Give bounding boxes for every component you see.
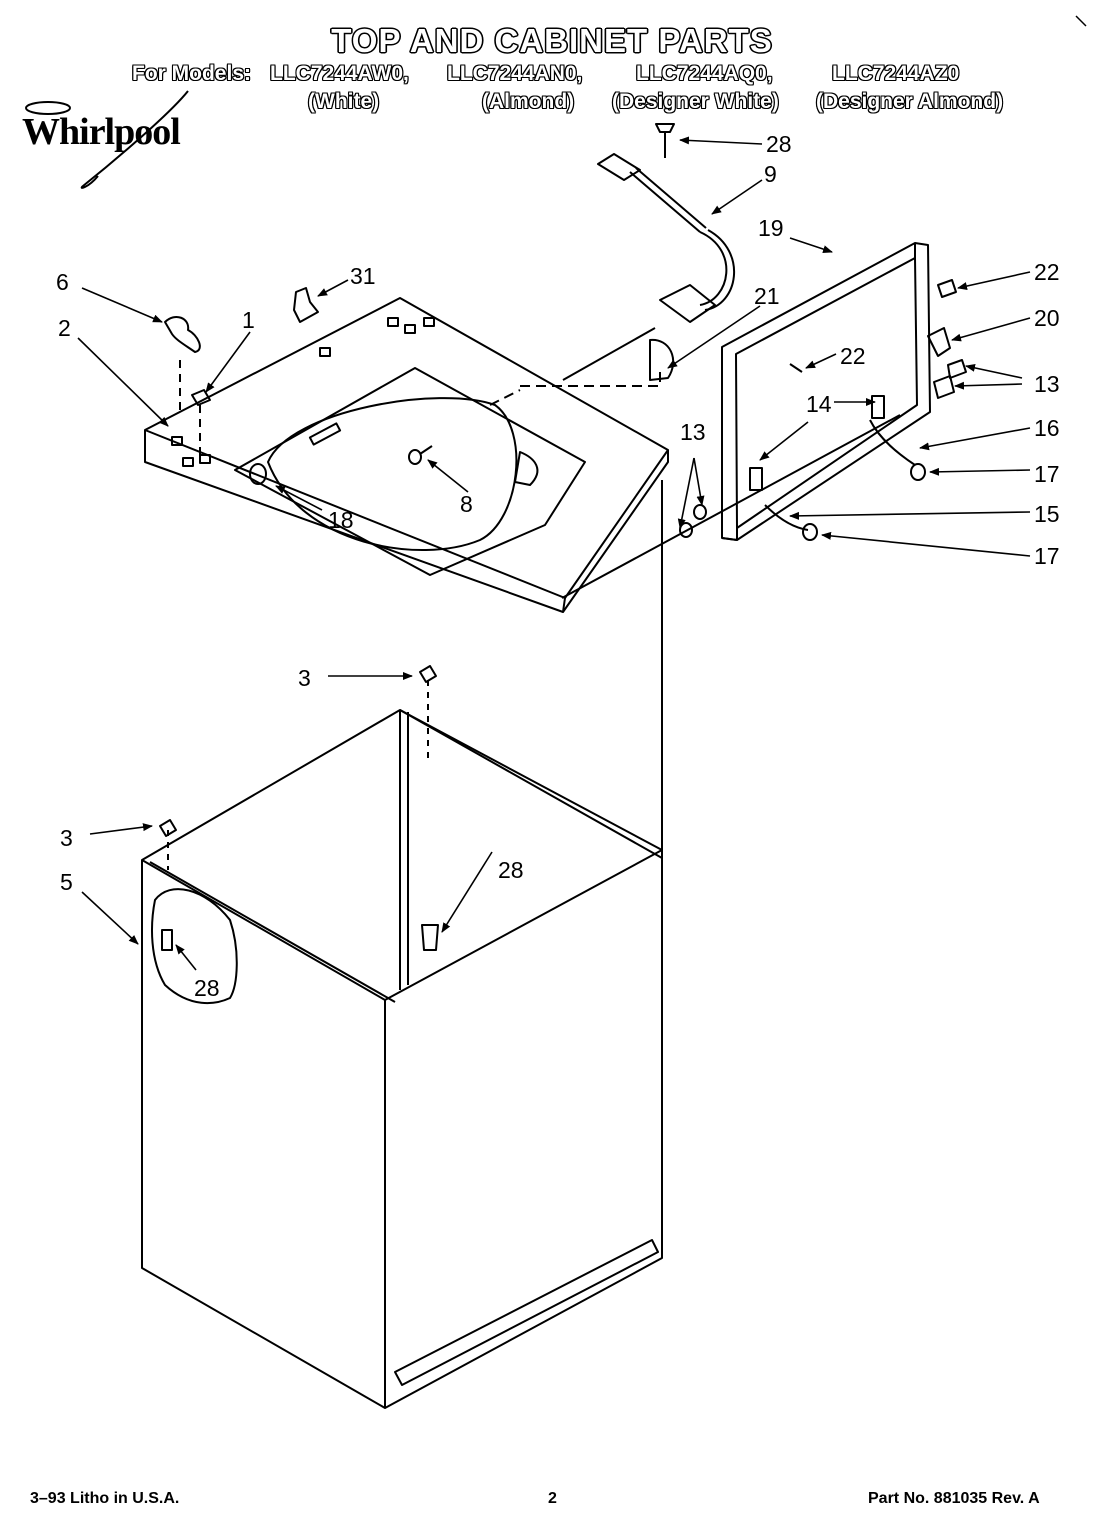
callout-31: 31	[350, 263, 376, 289]
models-prefix: For Models:	[132, 62, 251, 85]
callout-17-lower: 17	[1034, 543, 1060, 569]
footer-page-number: 2	[548, 1490, 557, 1507]
callout-3-lower: 3	[60, 825, 73, 851]
callout-17-upper: 17	[1034, 461, 1060, 487]
guide-line	[561, 414, 901, 599]
callout-14: 14	[806, 391, 832, 417]
washer-top-panel	[144, 297, 669, 613]
logo-swoosh-icon	[25, 90, 189, 189]
clip-3-lower	[159, 819, 177, 837]
model-code-3: LLC7244AQ0,	[636, 62, 773, 85]
callout-20: 20	[1034, 305, 1060, 331]
console-frame	[721, 242, 931, 541]
callout-13-right: 13	[1034, 371, 1060, 397]
callout-18: 18	[328, 507, 354, 533]
model-code-4: LLC7244AZ0	[832, 62, 960, 85]
part-20	[927, 327, 951, 357]
callout-19: 19	[758, 215, 784, 241]
part-22-top	[937, 279, 957, 298]
callout-13-left: 13	[680, 419, 706, 445]
footer-litho: 3–93 Litho in U.S.A.	[30, 1490, 180, 1507]
screw-13-b	[693, 504, 707, 520]
bracket-21	[649, 338, 675, 381]
callout-21: 21	[754, 283, 780, 309]
model-code-1: LLC7244AW0,	[270, 62, 409, 85]
callout-1: 1	[242, 307, 255, 333]
hose-15	[764, 504, 809, 531]
part-22-mid	[789, 363, 803, 373]
guide-line-dashed	[489, 389, 521, 406]
callout-28-top: 28	[766, 131, 792, 157]
callout-8: 8	[460, 491, 473, 517]
callout-28-cabinet: 28	[498, 857, 524, 883]
clip-3-upper	[419, 665, 437, 683]
bracket-14-lower	[749, 467, 763, 491]
guide-line	[562, 327, 656, 381]
logo-text: Whirlpool	[22, 111, 181, 153]
part-13-upper	[947, 359, 967, 379]
model-color-3: (Designer White)	[612, 90, 779, 113]
callout-22-top: 22	[1034, 259, 1060, 285]
screw-28-top	[655, 123, 675, 158]
lid-switch-harness	[597, 153, 735, 323]
callout-5: 5	[60, 869, 73, 895]
callout-28-cutaway: 28	[194, 975, 220, 1001]
screw-28-cabinet	[421, 924, 439, 951]
hose-16	[869, 419, 916, 466]
callout-22-mid: 22	[840, 343, 866, 369]
screw-13-a	[679, 522, 693, 538]
callout-15: 15	[1034, 501, 1060, 527]
clip-6	[164, 315, 201, 353]
bracket-14-upper	[871, 395, 885, 419]
clip-31	[293, 287, 319, 323]
leader-arrows	[77, 136, 1031, 971]
callout-2: 2	[58, 315, 71, 341]
footer-part-number: Part No. 881035 Rev. A	[868, 1490, 1040, 1507]
model-color-2: (Almond)	[482, 90, 575, 113]
callout-6: 6	[56, 269, 69, 295]
callout-9: 9	[764, 161, 777, 187]
whirlpool-logo: Whirlpool	[22, 90, 189, 189]
model-code-2: LLC7244AN0,	[447, 62, 583, 85]
guide-line-dashed	[520, 370, 661, 387]
part-17-lower	[802, 523, 818, 541]
corner-mark-icon	[1075, 15, 1087, 27]
clip-1	[191, 389, 211, 406]
part-13-lower	[933, 375, 955, 399]
callout-3-upper: 3	[298, 665, 311, 691]
cabinet	[141, 480, 663, 1409]
callout-16: 16	[1034, 415, 1060, 441]
model-color-1: (White)	[308, 90, 380, 113]
page-title: TOP AND CABINET PARTS	[331, 22, 773, 59]
model-color-4: (Designer Almond)	[816, 90, 1004, 113]
part-17-upper	[910, 463, 926, 481]
